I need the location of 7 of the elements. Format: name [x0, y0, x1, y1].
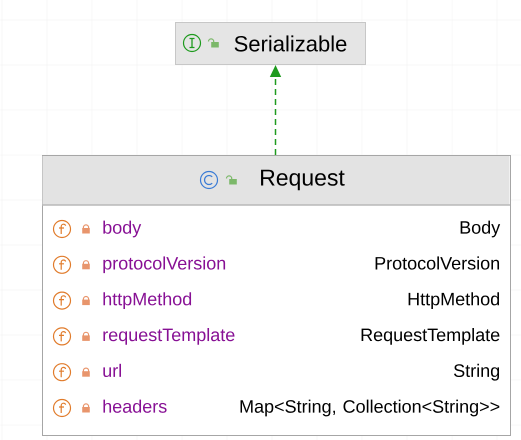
field-row: requestTemplate RequestTemplate [103, 328, 500, 345]
field-row: headers Map<String, Collection<String>> [103, 400, 500, 416]
field-row: httpMethod HttpMethod [103, 292, 500, 309]
field-row: protocolVersion ProtocolVersion [103, 256, 500, 274]
field-row: body Body [103, 220, 500, 238]
interface-box: Serializable [175, 22, 366, 65]
field-row: url String [103, 364, 500, 381]
